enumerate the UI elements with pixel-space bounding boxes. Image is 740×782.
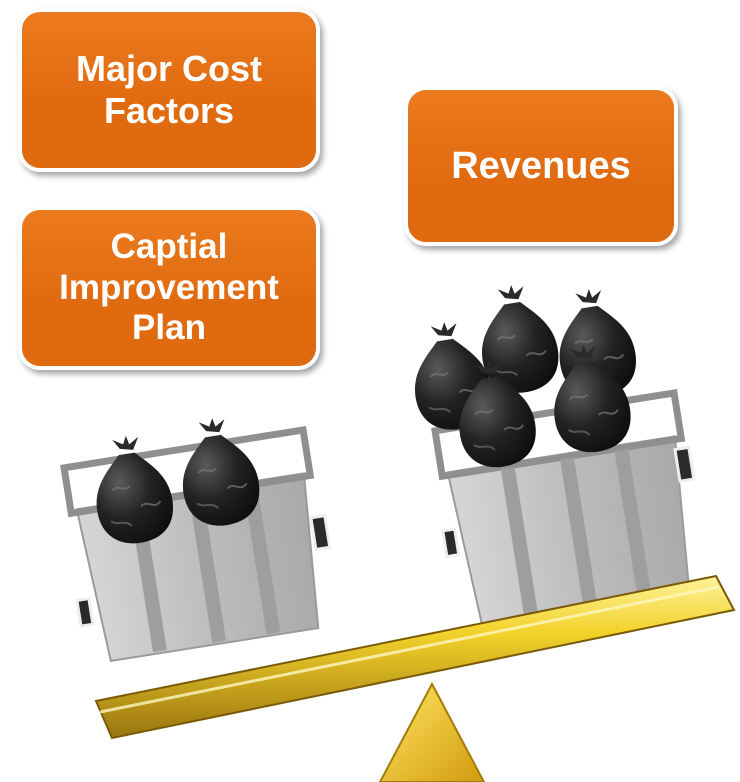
capital-plan-line3: Plan (132, 308, 206, 348)
major-cost-line2: Factors (103, 90, 235, 131)
fulcrum-triangle (378, 681, 486, 782)
major-cost-factors-box: Major Cost Factors (18, 8, 320, 172)
seesaw-beam (94, 574, 736, 740)
capital-plan-line1: Captial (110, 227, 228, 267)
major-cost-line1: Major Cost (75, 48, 262, 90)
right-dumpster (403, 278, 696, 626)
revenues-label: Revenues (451, 144, 631, 187)
left-dumpster (60, 411, 332, 663)
capital-improvement-plan-box: Captial Improvement Plan (18, 206, 320, 370)
revenues-box: Revenues (404, 86, 678, 246)
capital-plan-line2: Improvement (59, 267, 279, 307)
